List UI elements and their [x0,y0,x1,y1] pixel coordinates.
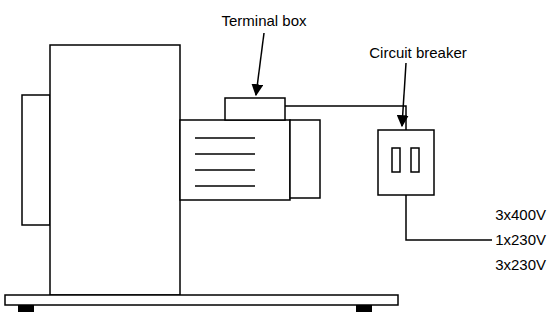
base-plate [5,295,398,305]
mains-wire [406,195,492,240]
fan-inlet [22,95,50,225]
voltage-label: 3x230V [495,256,546,273]
cooling-fin [195,185,255,187]
motor-body [180,120,290,200]
callout-label: Terminal box [221,12,306,29]
voltage-label: 3x400V [495,206,546,223]
breaker-pole [411,148,419,172]
breaker-pole [392,148,400,172]
leader-arrow [402,63,406,126]
supply-wire [285,106,406,130]
fan-housing [50,45,180,295]
voltage-label: 1x230V [495,231,546,248]
leader-arrow [256,33,264,95]
terminal-box-symbol [225,98,285,120]
callout-label: Circuit breaker [369,44,467,61]
cooling-fin [195,137,255,139]
base-foot [18,305,34,312]
base-foot [356,305,372,312]
circuit-breaker-symbol [378,130,434,195]
motor-end-cover [290,120,320,198]
cooling-fin [195,153,255,155]
cooling-fin [195,169,255,171]
